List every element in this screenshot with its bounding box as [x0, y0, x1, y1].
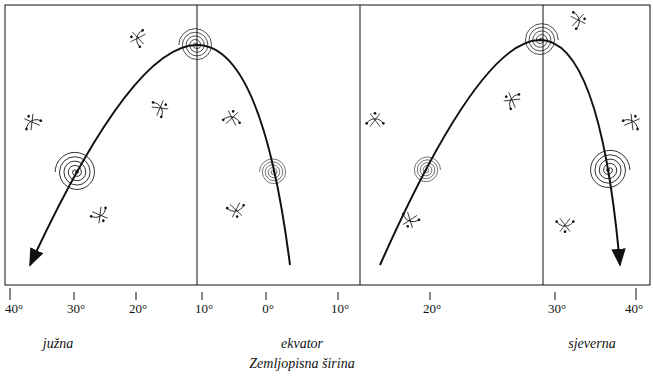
axis-label: 40°: [5, 302, 23, 316]
hemisphere-label: južna: [43, 336, 73, 351]
wind-symbol: [20, 9, 645, 233]
equator-label: ekvator: [281, 336, 323, 351]
axis-label: 10°: [331, 302, 349, 316]
axis-label: 20°: [129, 302, 147, 316]
axis-label: 30°: [548, 302, 566, 316]
axis-title: Zemljopisna širina: [249, 356, 354, 371]
axis-label: 20°: [423, 302, 441, 316]
axis: [10, 288, 636, 300]
cyclone-spiral: [55, 24, 630, 190]
hemisphere-label: sjeverna: [568, 336, 615, 351]
axis-label: 10°: [195, 302, 213, 316]
axis-label: 40°: [625, 302, 643, 316]
cyclone-track: [30, 40, 620, 265]
axis-label: 30°: [67, 302, 85, 316]
axis-label: 0°: [262, 302, 274, 316]
frame: [5, 5, 650, 285]
